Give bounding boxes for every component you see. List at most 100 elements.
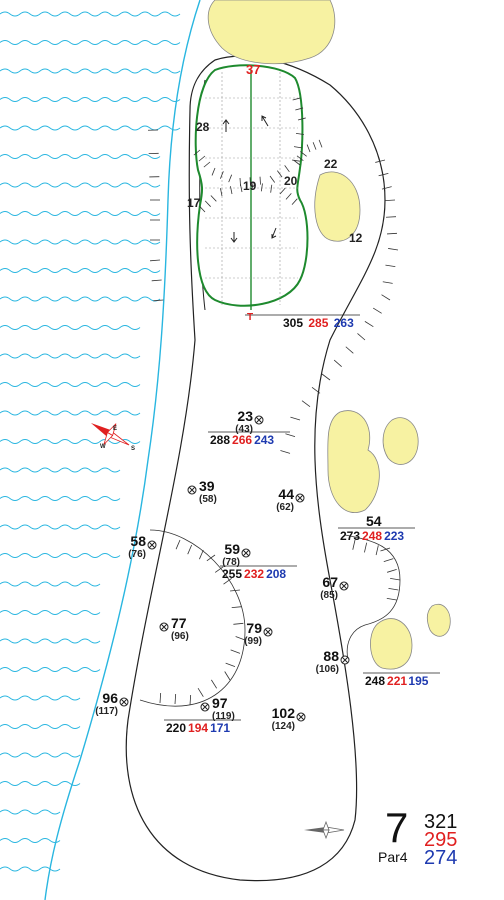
tee-ref-black: 220 <box>166 721 186 735</box>
slope-tick <box>388 248 399 251</box>
sprinkler-cross <box>255 416 263 424</box>
distance-marker: 44(62) <box>276 486 305 513</box>
distance-marker: 23(43) <box>235 408 264 435</box>
slope-tick <box>220 188 223 197</box>
water-wave <box>0 467 121 473</box>
marker-distance: 97 <box>212 695 228 711</box>
compass-east: E <box>113 426 117 432</box>
slope-tick <box>292 97 301 101</box>
slope-tick <box>301 400 311 407</box>
slope-tick <box>297 117 306 121</box>
slope-tick <box>306 144 311 153</box>
marker-distance: 77 <box>171 615 187 631</box>
slope-tick <box>295 107 304 111</box>
slope-tick <box>151 279 162 282</box>
sprinkler-cross <box>340 582 348 590</box>
compass-west: W <box>100 444 106 450</box>
slope-tick <box>386 232 398 235</box>
green-grid <box>205 72 298 305</box>
water-wave <box>0 524 121 530</box>
distance-marker: 39(58) <box>187 478 217 505</box>
rough-edge-right <box>344 534 401 661</box>
tee-ref-blue: 208 <box>266 567 286 581</box>
tee-ref-blue: 171 <box>210 721 230 735</box>
slope-tick <box>312 142 317 150</box>
sprinkler-cross <box>120 698 128 706</box>
green-front-pin: T <box>247 312 253 323</box>
bunker-lower-right <box>370 618 413 670</box>
slope-tick <box>249 177 251 186</box>
slope-tick <box>345 346 354 354</box>
slope-tick <box>291 159 300 162</box>
tee-ref-red: 194 <box>188 721 208 735</box>
bunker-mark-bottom: 12 <box>349 231 363 245</box>
tee-ref-blue: 243 <box>254 433 274 447</box>
sprinkler-cross <box>296 494 304 502</box>
slope-tick <box>251 182 254 191</box>
water-wave <box>0 752 81 758</box>
distance-markers: 23(43)39(58)44(62)5458(76)59(78)67(85)77… <box>95 408 440 735</box>
tee-ref-blue: 223 <box>384 529 404 543</box>
slope-tick <box>211 679 218 689</box>
marker-distance-small: (99) <box>244 636 262 647</box>
slope-tick <box>300 151 307 157</box>
sprinkler-cross <box>242 549 250 557</box>
water-wave <box>0 410 141 416</box>
sprinkler-cross <box>201 703 209 711</box>
slope-tick <box>291 198 298 205</box>
slope-tick <box>231 606 242 609</box>
slope-tick <box>223 578 232 585</box>
slope-tick <box>225 662 236 668</box>
water-wave <box>0 11 181 17</box>
slope-tick <box>378 172 389 177</box>
tee-ref-red: 266 <box>232 433 252 447</box>
tee-yardage-red: 295 <box>424 829 457 851</box>
sprinkler-cross <box>148 541 156 549</box>
tee-ref-red: 232 <box>244 567 264 581</box>
slope-tick <box>285 193 292 200</box>
water-wave <box>0 781 81 786</box>
water-wave <box>0 382 141 387</box>
distance-marker: 77(96) <box>159 615 189 642</box>
slope-tick <box>280 450 291 454</box>
slope-tick <box>293 159 301 166</box>
slope-tick <box>224 671 231 681</box>
marker-distance: 67 <box>322 574 338 590</box>
water-wave <box>0 40 181 45</box>
water-wave <box>0 581 101 587</box>
marker-distance-small: (85) <box>320 590 338 601</box>
slope-tick <box>219 171 224 179</box>
slope-tick <box>357 333 366 341</box>
slope-tick <box>203 161 211 168</box>
slope-tick <box>259 176 261 185</box>
slope-tick <box>198 155 206 162</box>
slope-tick <box>380 547 391 552</box>
slope-tick <box>233 622 244 625</box>
water-wave <box>0 610 101 615</box>
slope-tick <box>295 132 304 135</box>
green-slope-arrows <box>222 115 277 243</box>
tee-yardage-blue: 274 <box>424 847 457 869</box>
water-wave <box>0 838 61 843</box>
slope-tick <box>293 146 302 149</box>
marker-distance: 23 <box>237 408 253 424</box>
marker-distance: 59 <box>224 541 240 557</box>
fairway-outline <box>125 55 386 882</box>
slope-tick <box>364 542 368 553</box>
water-hazard <box>0 11 181 872</box>
green-right-mark: 20 <box>284 174 298 188</box>
slope-tick <box>269 175 276 183</box>
water-wave <box>0 125 181 131</box>
water-wave <box>0 553 121 558</box>
marker-distance-small: (78) <box>222 557 240 568</box>
slope-tick <box>279 187 286 195</box>
slope-tick <box>296 155 304 161</box>
marker-distance: 79 <box>246 620 262 636</box>
marker-distance-small: (124) <box>272 721 295 732</box>
marker-distance-small: (119) <box>212 711 235 722</box>
marker-distance-small: (43) <box>235 424 253 435</box>
bunker-lower-right-small <box>426 603 451 637</box>
slope-tick <box>210 195 217 202</box>
